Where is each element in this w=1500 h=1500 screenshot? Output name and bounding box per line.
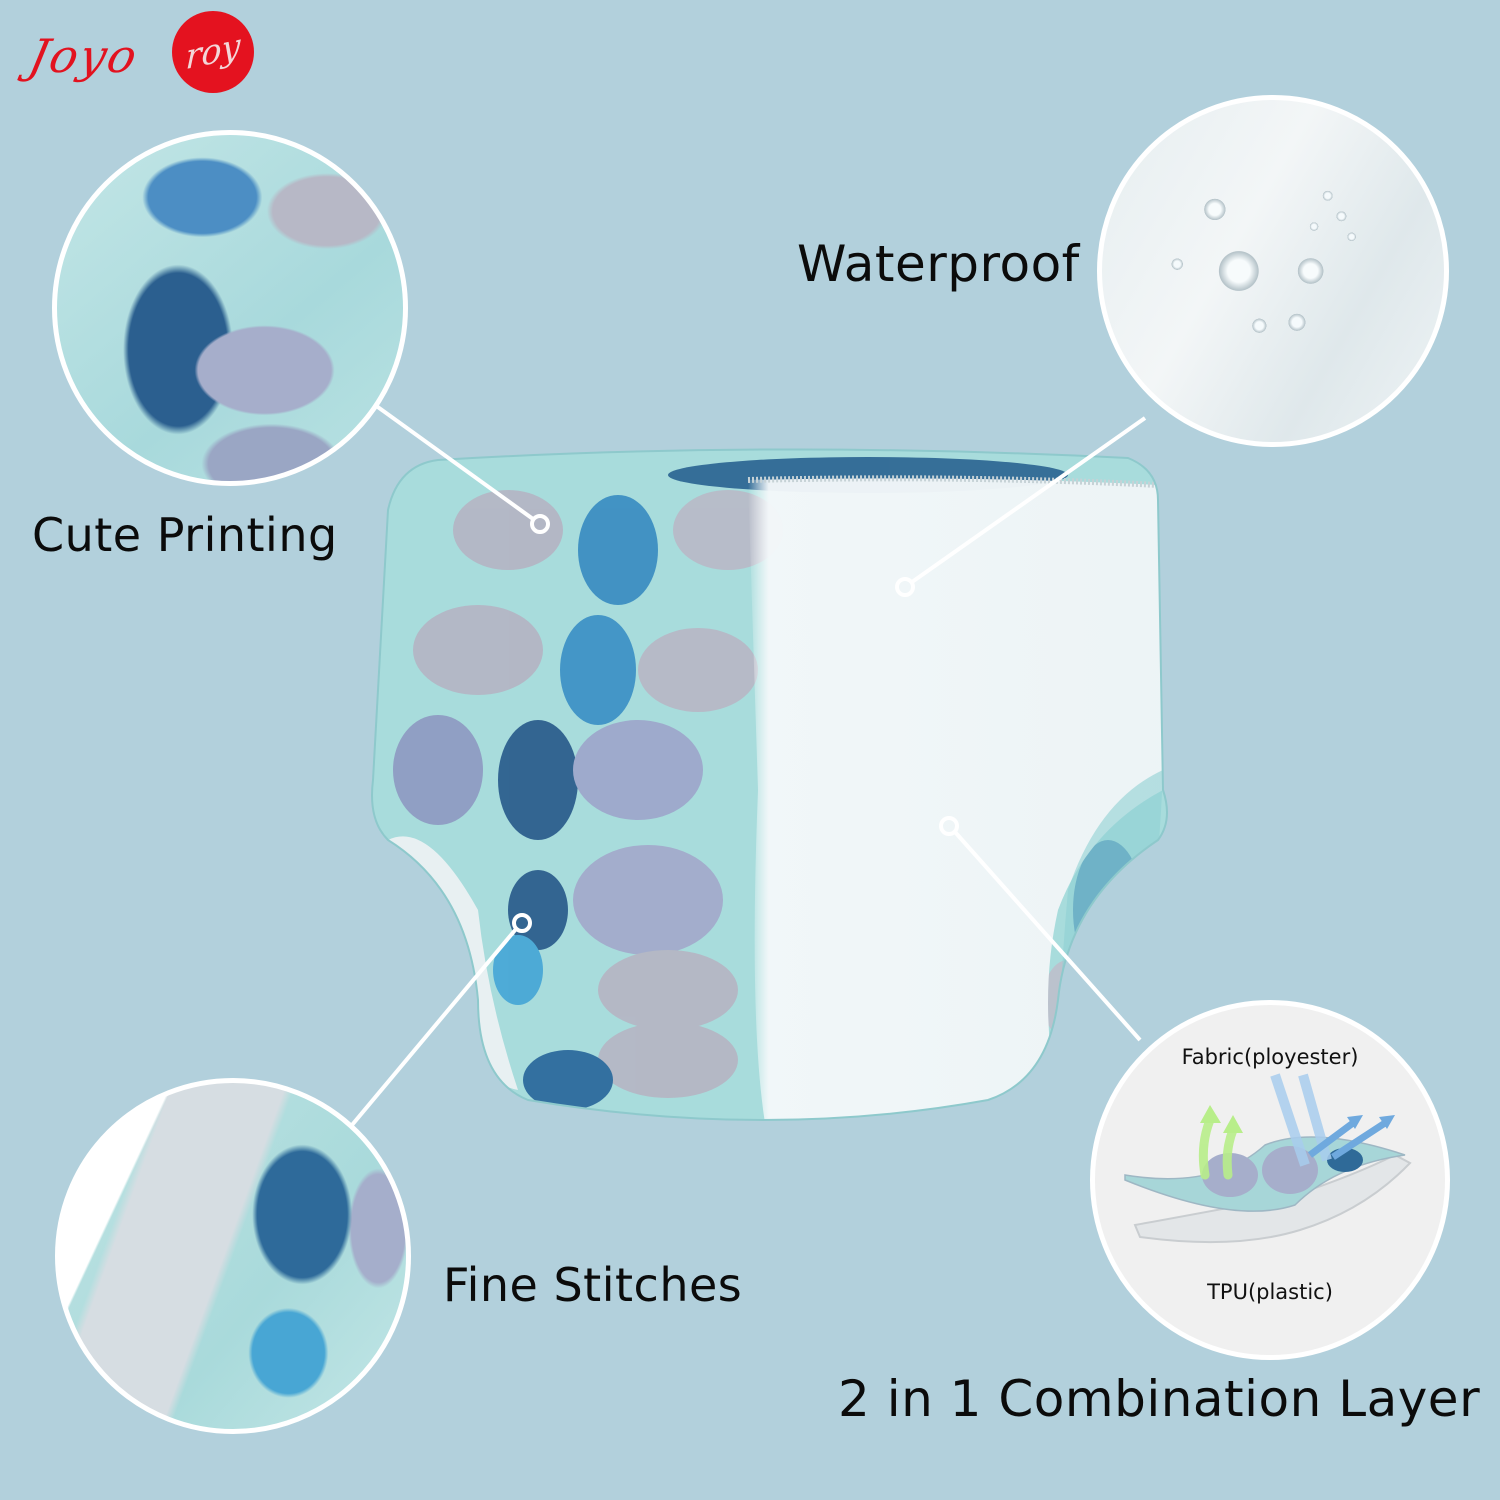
feature-label-fine-stitches: Fine Stitches (443, 1258, 743, 1312)
feature-label-waterproof: Waterproof (797, 235, 1080, 293)
layer-label-tpu: TPU(plastic) (1207, 1280, 1333, 1304)
feature-label-combination-layer: 2 in 1 Combination Layer (838, 1370, 1481, 1428)
cute-printing-detail-circle (52, 130, 408, 486)
logo-disc-text: roy (184, 25, 242, 79)
layer-diagram (1124, 1073, 1412, 1244)
fine-stitches-detail-circle (55, 1078, 411, 1434)
layer-label-fabric: Fabric(ployester) (1181, 1045, 1359, 1069)
brand-logo: Joyo roy (24, 11, 254, 95)
feature-label-cute-printing: Cute Printing (32, 508, 338, 562)
combination-layer-detail-circle: Fabric(ployester) TPU(plastic) (1090, 1000, 1450, 1360)
training-pants-image (371, 448, 1168, 1121)
logo-script-text: Joyo (24, 29, 144, 83)
logo-red-disc: roy (172, 11, 254, 93)
waterproof-detail-circle (1097, 95, 1449, 447)
